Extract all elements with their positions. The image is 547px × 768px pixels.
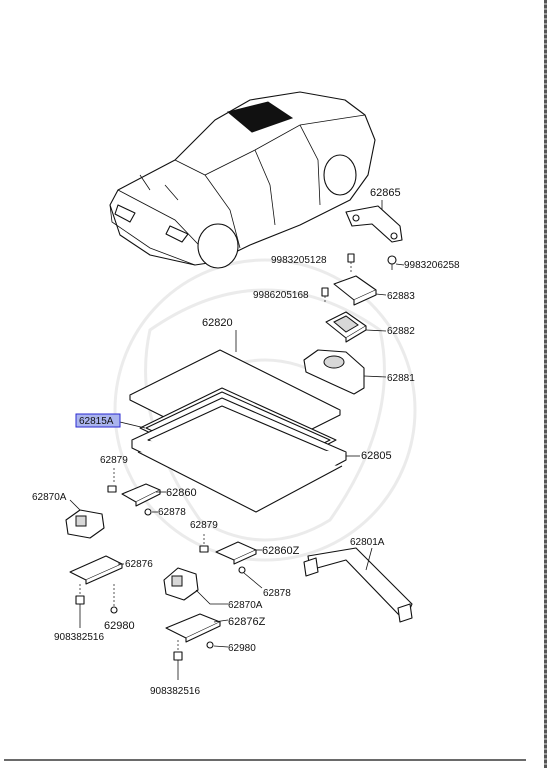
label-62881: 62881: [387, 373, 415, 384]
label-62820: 62820: [202, 317, 233, 329]
label-62980-b: 62980: [228, 643, 256, 654]
label-62876: 62876: [125, 559, 153, 570]
label-62879-b: 62879: [190, 520, 218, 531]
bezel-part-62882: [325, 311, 387, 343]
label-62878-b: 62878: [263, 588, 291, 599]
label-62882: 62882: [387, 326, 415, 337]
screw-9983206258: [387, 255, 405, 270]
label-908382516-a: 908382516: [54, 632, 104, 643]
screw-9983205128: [347, 253, 355, 272]
car-illustration: [109, 91, 376, 269]
label-9986205168: 9986205168: [253, 290, 309, 301]
label-62815A: 62815A: [79, 416, 114, 427]
screw-62878-b: [238, 566, 263, 589]
housing-part-62881: [303, 349, 387, 395]
label-62860: 62860: [166, 487, 197, 499]
label-62870A-b: 62870A: [228, 600, 263, 611]
scan-edge: [544, 0, 547, 768]
highlight-box: [75, 413, 121, 428]
label-62879-a: 62879: [100, 455, 128, 466]
frame-62805: [131, 397, 360, 513]
label-62860Z: 62860Z: [262, 545, 300, 557]
hinge-62870A-b: [163, 567, 228, 605]
label-62805: 62805: [361, 450, 392, 462]
label-62801A: 62801A: [350, 537, 385, 548]
label-62870A-a: 62870A: [32, 492, 67, 503]
label-9983205128: 9983205128: [271, 255, 327, 266]
bracket-62860: [121, 483, 166, 507]
screw-908382516-a: [75, 584, 85, 628]
label-62876Z: 62876Z: [228, 616, 266, 628]
plate-62876Z: [165, 613, 229, 643]
bolt-62879-a: [107, 468, 117, 493]
label-62883: 62883: [387, 291, 415, 302]
handle-part-62865: [345, 200, 403, 243]
screw-908382516-b: [173, 640, 183, 680]
plate-62876: [69, 555, 124, 585]
hinge-62870A-a: [65, 499, 105, 539]
screw-62980-a: [110, 584, 118, 614]
label-62865: 62865: [370, 187, 401, 199]
sunshade-bar-62801A: [303, 547, 413, 623]
sunroof-opening: [226, 101, 294, 133]
pad-part-62883: [321, 275, 387, 306]
label-9983206258: 9983206258: [404, 260, 460, 271]
screw-62878-a: [144, 508, 158, 516]
label-62878-a: 62878: [158, 507, 186, 518]
bracket-62860Z: [215, 541, 262, 565]
label-908382516-b: 908382516: [150, 686, 200, 697]
label-62980-a: 62980: [104, 620, 135, 632]
bolt-62879-b: [199, 534, 209, 553]
screw-62980-b: [206, 641, 229, 649]
